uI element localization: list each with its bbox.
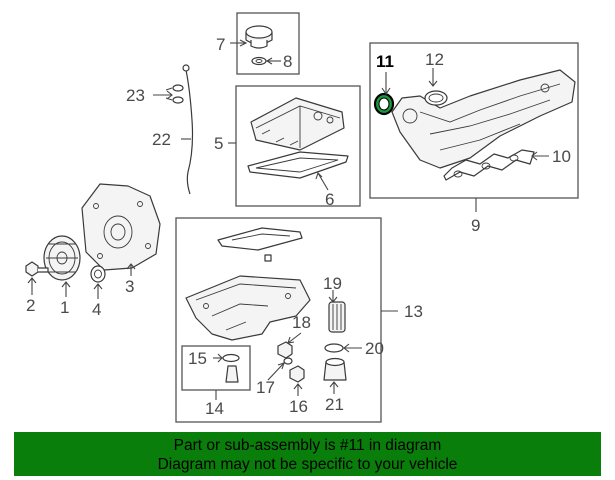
callout-20: 20	[365, 339, 384, 358]
throttle-body-seal	[424, 90, 448, 106]
callout-1: 1	[60, 298, 69, 317]
callout-17: 17	[256, 378, 275, 397]
callout-2: 2	[26, 296, 35, 315]
box-intake-manifold-group	[369, 42, 579, 199]
callout-16: 16	[289, 397, 308, 416]
callout-7: 7	[216, 35, 225, 54]
oil-pump-pickup	[222, 353, 240, 383]
drain-plug-washer	[283, 357, 293, 365]
oil-pan-baffle	[217, 227, 303, 251]
callout-23: 23	[126, 86, 145, 105]
callout-18: 18	[292, 313, 311, 332]
callout-13: 13	[404, 302, 423, 321]
callout-21: 21	[325, 395, 344, 414]
banner-line-2: Diagram may not be specific to your vehi…	[157, 456, 458, 473]
banner-line-1: Part or sub-assembly is #11 in diagram	[173, 437, 442, 454]
callout-10: 10	[552, 147, 571, 166]
oil-filter-cap-seal	[324, 343, 344, 353]
callout-12: 12	[425, 50, 444, 69]
intake-manifold	[391, 69, 576, 169]
callout-22: 22	[152, 130, 171, 149]
front-crankshaft-seal	[90, 265, 106, 283]
callout-11: 11	[376, 52, 394, 71]
callout-5: 5	[214, 134, 223, 153]
leader-lines	[27, 39, 549, 400]
intake-manifold-gaskets	[443, 149, 535, 181]
dipstick-o-rings	[172, 84, 184, 104]
oil-filler-cap	[245, 25, 273, 49]
valve-cover-gasket	[247, 151, 349, 179]
harmonic-balancer	[43, 235, 81, 281]
balancer-bolt	[25, 261, 49, 277]
callout-19: 19	[323, 274, 342, 293]
oil-filter-cap	[323, 357, 347, 381]
oil-pan-fitting	[264, 254, 272, 262]
drain-plug	[289, 365, 305, 383]
callout-9: 9	[471, 216, 480, 235]
callout-15: 15	[188, 349, 207, 368]
valve-cover	[250, 97, 345, 151]
highlighted-seal-part-11	[373, 92, 395, 116]
oil-pan	[185, 275, 311, 341]
callout-4: 4	[92, 300, 101, 319]
callout-3: 3	[125, 277, 134, 296]
oil-filter-element	[328, 301, 346, 333]
oil-cap-seal	[251, 56, 267, 66]
box-oil-pan-group	[175, 217, 382, 423]
timing-cover	[81, 183, 161, 271]
callout-8: 8	[283, 52, 292, 71]
info-banner: Part or sub-assembly is #11 in diagram D…	[14, 432, 601, 476]
box-valve-cover-group	[235, 85, 361, 207]
callout-14: 14	[205, 399, 224, 418]
oil-dipstick	[182, 64, 194, 195]
callout-6: 6	[325, 190, 334, 209]
oil-temperature-sensor	[277, 341, 293, 359]
